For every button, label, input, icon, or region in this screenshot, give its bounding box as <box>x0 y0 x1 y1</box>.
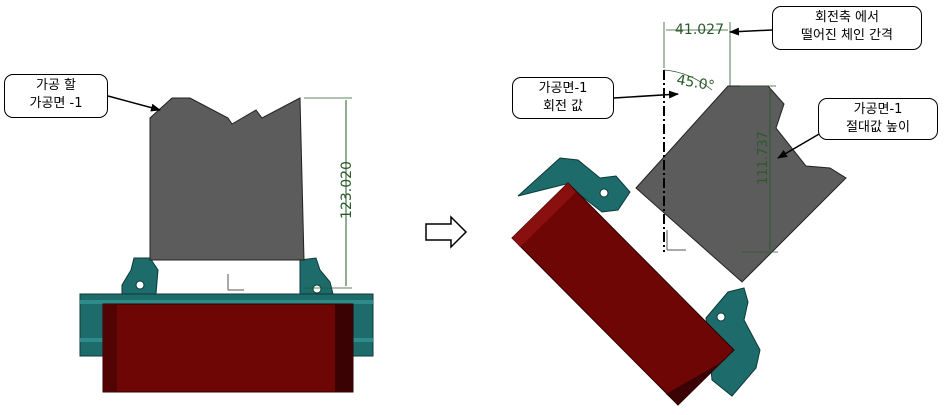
callout-absolute-height-line2: 절대값 높이 <box>846 120 910 135</box>
callout-rotation-value-line1: 가공면-1 <box>538 81 588 96</box>
left-height-dimension: 123.020 <box>304 97 355 289</box>
right-workpiece <box>635 85 847 283</box>
offset-value: 41.027 <box>675 22 724 38</box>
left-workpiece <box>149 97 305 261</box>
left-fixture-jaw-left <box>121 257 159 295</box>
callout-absolute-height: 가공면-1 절대값 높이 <box>818 98 938 140</box>
callout-chain-gap: 회전축 에서 떨어진 체인 간격 <box>772 6 922 50</box>
left-assembly: 123.020 <box>79 97 374 393</box>
right-assembly: 41.027 45.0° 111.737 <box>511 22 847 406</box>
callout-absolute-height-line1: 가공면-1 <box>853 102 903 117</box>
callout-left-part: 가공 할 가공면 -1 <box>4 74 108 118</box>
callout-left-part-line2: 가공면 -1 <box>29 96 83 111</box>
left-height-value: 123.020 <box>339 161 355 219</box>
left-fixture-jaw-right <box>299 257 334 295</box>
transition-arrow <box>425 215 468 249</box>
callout-chain-gap-line2: 떨어진 체인 간격 <box>801 28 893 43</box>
callout-rotation-value-line2: 회전 값 <box>542 99 583 114</box>
callout-rotation-value: 가공면-1 회전 값 <box>512 77 614 119</box>
angle-value: 45.0° <box>675 72 715 94</box>
right-fixture-upper <box>517 157 631 213</box>
leader-rotation-value <box>613 90 679 99</box>
right-height-value: 111.737 <box>756 131 771 185</box>
callout-chain-gap-line1: 회전축 에서 <box>815 10 879 25</box>
left-red-block <box>102 303 354 393</box>
right-height-dimension: 111.737 <box>740 85 778 253</box>
leader-left-part <box>107 95 161 112</box>
callout-left-part-line1: 가공 할 <box>35 78 76 93</box>
angle-dimension: 45.0° <box>663 69 716 95</box>
leader-chain-gap <box>729 27 773 36</box>
offset-dimension: 41.027 <box>663 22 731 86</box>
